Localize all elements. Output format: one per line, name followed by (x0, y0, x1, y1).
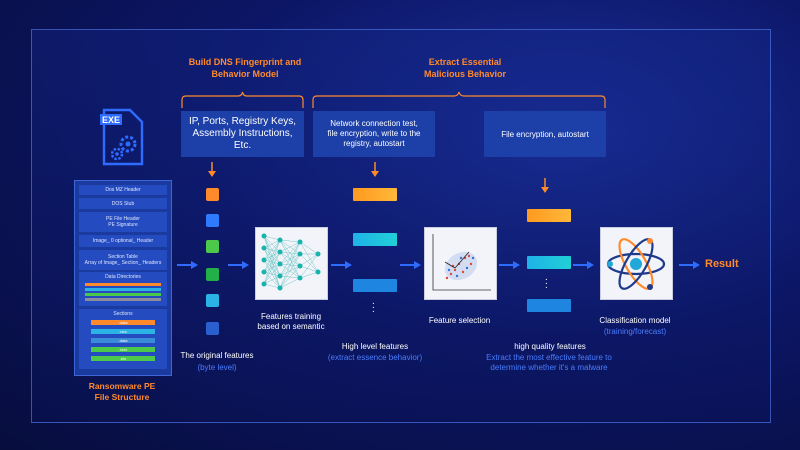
header-extract: Extract Essential Malicious Behavior (423, 57, 507, 79)
box-ip-ports: IP, Ports, Registry Keys, Assembly Instr… (181, 111, 304, 157)
label-high-level: High level features (341, 342, 409, 351)
arrow-features-to-training (228, 261, 249, 269)
header-dns: Build DNS Fingerprint and Behavior Model (188, 57, 302, 79)
high-level-feature-bar (353, 233, 397, 246)
label-classification-sub: (training/forecast) (603, 327, 667, 336)
classification-model-card (600, 227, 673, 300)
sections-label: Sections (113, 311, 133, 317)
down-arrow-1 (208, 162, 216, 177)
pe-data-directories: Data Directories (79, 272, 167, 306)
label-original-features: The original features (180, 351, 254, 360)
pe-structure: Dos MZ Header DOS Stub PE File Header PE… (74, 180, 172, 376)
box-network: Network connection test, file encryption… (313, 111, 435, 157)
pe-caption: Ransomware PE File Structure (88, 381, 156, 402)
pe-row-dos-mz: Dos MZ Header (79, 185, 167, 195)
feature-chip (206, 240, 219, 253)
label-high-level-sub: (extract essence behavior) (327, 353, 423, 362)
feature-chip (206, 214, 219, 227)
arrow-high-to-selection (400, 261, 421, 269)
label-high-quality: high quality features (514, 342, 586, 351)
feature-chip (206, 268, 219, 281)
arrow-selection-to-quality (499, 261, 520, 269)
pe-row-dos-stub: DOS Stub (79, 198, 167, 209)
brace-extract (312, 91, 606, 108)
feature-chip (206, 322, 219, 335)
pe-row-section-table: Section Table Array of Image_ Section_ H… (79, 250, 167, 270)
high-quality-ellipsis: ... (545, 272, 548, 291)
brace-dns (181, 91, 304, 108)
section-data-2: .data (91, 338, 155, 343)
exe-file-icon: EXE (100, 108, 144, 166)
data-directories-label: Data Directories (105, 274, 141, 280)
result-label: Result (705, 258, 739, 270)
section-data-1: .data (91, 320, 155, 325)
section-text: .text (91, 347, 155, 352)
pe-row-optional-header: Image_ 0 optional_ Header (79, 235, 167, 247)
arrow-quality-to-model (573, 261, 594, 269)
svg-text:EXE: EXE (102, 115, 120, 125)
high-level-ellipsis: ... (372, 296, 375, 315)
neural-network-icon (261, 233, 321, 291)
atom-icon (606, 238, 666, 290)
label-feature-selection: Feature selection (428, 316, 491, 325)
high-quality-feature-bar (527, 299, 571, 312)
label-high-quality-sub: Extract the most effective feature to de… (486, 353, 612, 372)
high-quality-feature-bar (527, 209, 571, 222)
scatter-plot-icon (432, 234, 491, 291)
down-arrow-2 (371, 162, 379, 177)
label-classification: Classification model (599, 316, 671, 325)
feature-chip (206, 188, 219, 201)
high-level-feature-bar (353, 188, 397, 201)
arrow-model-to-result (679, 261, 700, 269)
section-rsrc: .rsrc (91, 329, 155, 334)
arrow-training-to-high (331, 261, 352, 269)
high-quality-feature-bar (527, 256, 571, 269)
arrow-pe-to-features (177, 261, 198, 269)
label-original-sub: (byte level) (197, 363, 237, 372)
box-file-encryption: File encryption, autostart (484, 111, 606, 157)
feature-selection-card (424, 227, 497, 300)
high-level-feature-bar (353, 279, 397, 292)
section-etc: .etc (91, 356, 155, 361)
label-features-training: Features training based on semantic (257, 312, 325, 331)
pe-row-file-header: PE File Header PE Signature (79, 212, 167, 232)
down-arrow-3 (541, 178, 549, 193)
feature-chip (206, 294, 219, 307)
neural-network-card (255, 227, 328, 300)
